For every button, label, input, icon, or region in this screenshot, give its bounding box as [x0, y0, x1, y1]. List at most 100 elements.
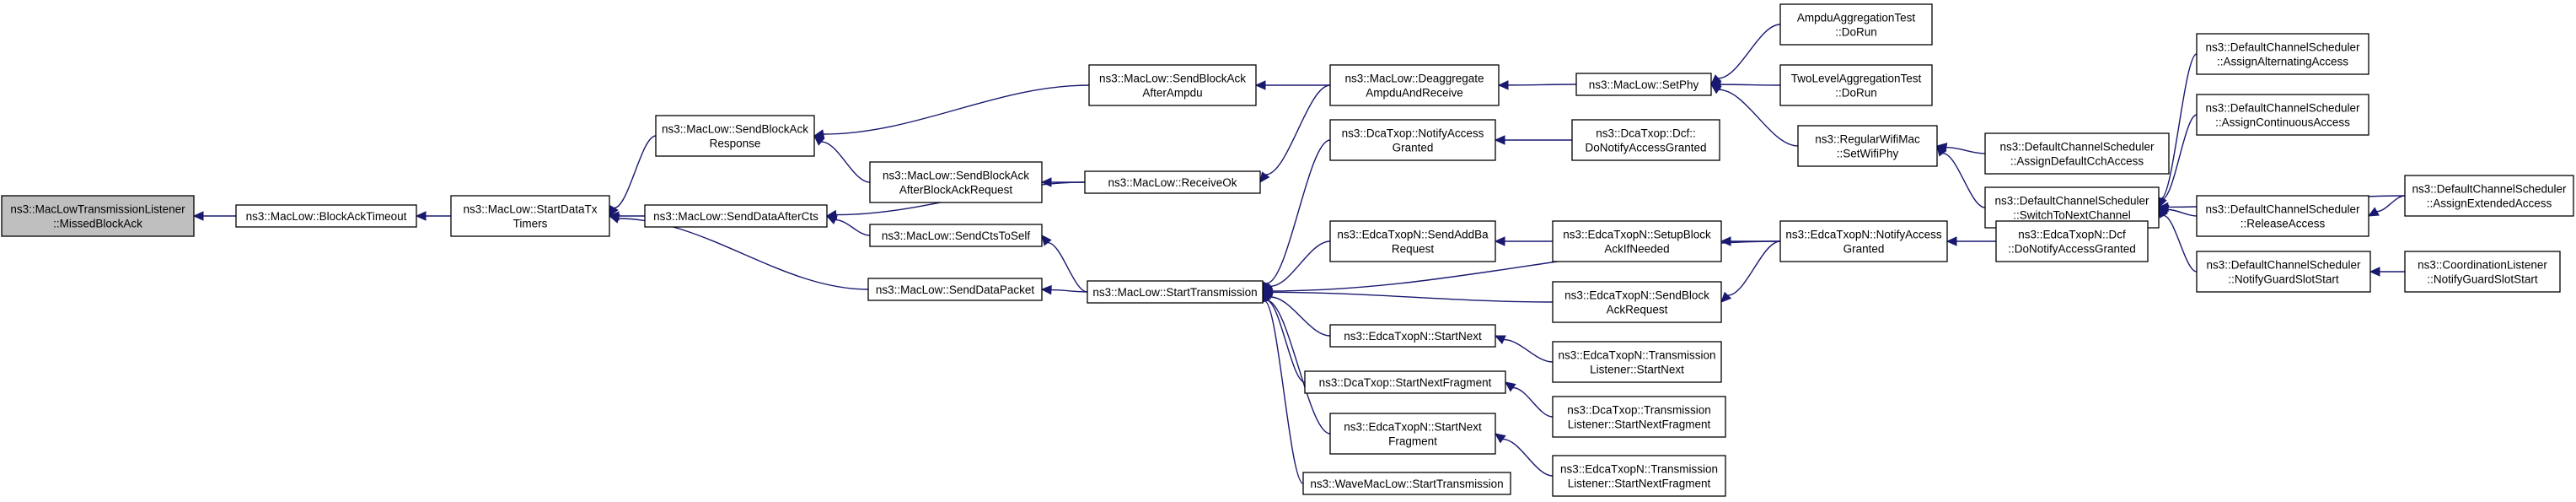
arrowhead-blockacktimeout: [415, 211, 427, 221]
node-edcadcfdonotify[interactable]: ns3::EdcaTxopN::Dcf::DoNotifyAccessGrant…: [1995, 220, 2149, 262]
node-senddataaftercts[interactable]: ns3::MacLow::SendDataAfterCts: [644, 204, 828, 228]
node-edcatlstartnext[interactable]: ns3::EdcaTxopN::TransmissionListener::St…: [1552, 341, 1722, 383]
node-box-starttransmission: [1087, 280, 1264, 304]
node-label-edcasendaddba-line-2: Request: [1392, 243, 1435, 256]
edge-wavestarttx-to-starttransmission: [1264, 300, 1304, 484]
node-label-sendblockackresp-line-1: ns3::MacLow::SendBlockAck: [662, 123, 808, 136]
node-label-edcastartnextfrag-line-1: ns3::EdcaTxopN::StartNext: [1344, 421, 1482, 434]
node-label-assignextended-line-1: ns3::DefaultChannelScheduler: [2412, 183, 2567, 196]
node-label-sendblockackresp-line-2: Response: [710, 138, 761, 150]
node-label-regularsetwifiphy-line-2: ::SetWifiPhy: [1837, 148, 1899, 160]
node-missed[interactable]: ns3::MacLowTransmissionListener::MissedB…: [1, 195, 195, 237]
node-box-edcasendblockackreq: [1552, 281, 1722, 323]
arrowhead-missed: [192, 211, 204, 221]
node-box-edcadcfdonotify: [1995, 220, 2149, 262]
node-assignextended[interactable]: ns3::DefaultChannelScheduler::AssignExte…: [2404, 175, 2574, 217]
arrowhead-sendctstoself: [1041, 235, 1052, 246]
edge-edcasendaddba-to-starttransmission: [1269, 240, 1331, 288]
node-box-setphy: [1575, 73, 1712, 96]
edge-edcatlstartnext-to-edcastartnext: [1503, 338, 1554, 363]
node-dcastartnextfrag[interactable]: ns3::DcaTxop::StartNextFragment: [1304, 370, 1506, 394]
node-box-edcatlstartnextfrag: [1552, 455, 1726, 497]
node-box-twolevel: [1779, 64, 1933, 106]
node-label-regularsetwifiphy-line-1: ns3::RegularWifiMac: [1815, 133, 1920, 146]
node-label-assigndefaultcch-line-1: ns3::DefaultChannelScheduler: [1999, 141, 2155, 154]
node-senddatapacket[interactable]: ns3::MacLow::SendDataPacket: [867, 278, 1043, 301]
node-ampduagg[interactable]: AmpduAggregationTest::DoRun: [1779, 3, 1933, 46]
node-notifyguardslot[interactable]: ns3::DefaultChannelScheduler::NotifyGuar…: [2196, 251, 2371, 293]
node-label-blockacktimeout-line-1: ns3::MacLow::BlockAckTimeout: [246, 210, 407, 223]
node-label-missed-line-1: ns3::MacLowTransmissionListener: [10, 203, 185, 216]
edge-switchtonext-to-regularsetwifiphy: [1942, 152, 1986, 208]
arrowhead-deaggregate: [1497, 80, 1509, 90]
arrowhead-senddatapacket: [1040, 284, 1052, 295]
node-label-edcasetupblockack-line-2: AckIfNeeded: [1604, 243, 1669, 256]
node-coordguardslot[interactable]: ns3::CoordinationListener::NotifyGuardSl…: [2404, 251, 2561, 293]
nodes-layer: ns3::MacLowTransmissionListener::MissedB…: [1, 3, 2574, 497]
node-label-startdatatx-line-1: ns3::MacLow::StartDataTx: [463, 203, 597, 216]
node-receiveok[interactable]: ns3::MacLow::ReceiveOk: [1084, 170, 1261, 194]
node-label-releaseaccess-line-1: ns3::DefaultChannelScheduler: [2205, 203, 2360, 216]
node-label-dcanotifyaccess-line-2: Granted: [1393, 142, 1434, 154]
node-sendctstoself[interactable]: ns3::MacLow::SendCtsToSelf: [869, 224, 1043, 247]
node-assigndefaultcch[interactable]: ns3::DefaultChannelScheduler::AssignDefa…: [1984, 132, 2170, 175]
node-box-senddataaftercts: [644, 204, 828, 228]
node-wavestarttx[interactable]: ns3::WaveMacLow::StartTransmission: [1302, 472, 1511, 495]
node-label-edcastartnextfrag-line-2: Fragment: [1388, 435, 1437, 448]
arrowhead-dcanotifyaccess: [1494, 135, 1505, 145]
arrowhead-edcasendaddba: [1494, 236, 1505, 246]
edge-releaseaccess-to-switchtonext: [2167, 208, 2198, 217]
node-label-assigncontinuous-line-1: ns3::DefaultChannelScheduler: [2205, 102, 2360, 115]
edge-assignalternating-to-switchtonext: [2160, 53, 2198, 200]
node-assignalternating[interactable]: ns3::DefaultChannelScheduler::AssignAlte…: [2196, 33, 2369, 75]
node-label-starttransmission-line-1: ns3::MacLow::StartTransmission: [1092, 286, 1257, 299]
node-label-edcatlstartnextfrag-line-2: Listener::StartNextFragment: [1568, 478, 1711, 490]
node-edcastartnext[interactable]: ns3::EdcaTxopN::StartNext: [1329, 324, 1496, 348]
node-label-ampduagg-line-1: AmpduAggregationTest: [1797, 12, 1916, 24]
node-label-sendblockackreq-line-2: AfterBlockAckRequest: [899, 184, 1013, 197]
node-label-dcatlstartnextfrag-line-1: ns3::DcaTxop::Transmission: [1567, 404, 1711, 417]
node-box-sendblockackampdu: [1088, 64, 1257, 106]
node-label-releaseaccess-line-2: ::ReleaseAccess: [2241, 218, 2326, 230]
node-regularsetwifiphy[interactable]: ns3::RegularWifiMac::SetWifiPhy: [1797, 125, 1938, 167]
arrowhead-startdatatx: [608, 213, 620, 224]
node-label-receiveok-line-1: ns3::MacLow::ReceiveOk: [1108, 176, 1237, 189]
node-box-coordguardslot: [2404, 251, 2561, 293]
node-dcanotifyaccess[interactable]: ns3::DcaTxop::NotifyAccessGranted: [1329, 119, 1496, 161]
node-setphy[interactable]: ns3::MacLow::SetPhy: [1575, 73, 1712, 96]
edge-deaggregate-to-receiveok: [1265, 84, 1331, 175]
node-assigncontinuous[interactable]: ns3::DefaultChannelScheduler::AssignCont…: [2196, 94, 2369, 136]
node-starttransmission[interactable]: ns3::MacLow::StartTransmission: [1087, 280, 1264, 304]
node-twolevel[interactable]: TwoLevelAggregationTest::DoRun: [1779, 64, 1933, 106]
node-box-dcatlstartnextfrag: [1552, 396, 1726, 438]
node-blockacktimeout[interactable]: ns3::MacLow::BlockAckTimeout: [235, 204, 417, 228]
node-edcatlstartnextfrag[interactable]: ns3::EdcaTxopN::TransmissionListener::St…: [1552, 455, 1726, 497]
node-edcastartnextfrag[interactable]: ns3::EdcaTxopN::StartNextFragment: [1329, 413, 1496, 455]
arrowhead-releaseaccess: [2367, 207, 2380, 217]
node-box-releaseaccess: [2196, 195, 2369, 237]
node-label-assignalternating-line-1: ns3::DefaultChannelScheduler: [2205, 41, 2360, 54]
node-box-assigncontinuous: [2196, 94, 2369, 136]
node-box-edcatlstartnext: [1552, 341, 1722, 383]
node-label-assigndefaultcch-line-2: ::AssignDefaultCchAccess: [2010, 155, 2144, 168]
node-dcadcfdonotify[interactable]: ns3::DcaTxop::Dcf::DoNotifyAccessGranted: [1571, 119, 1720, 161]
node-edcanotifyaccess[interactable]: ns3::EdcaTxopN::NotifyAccessGranted: [1779, 220, 1948, 262]
node-box-edcasetupblockack: [1552, 220, 1722, 262]
node-box-dcanotifyaccess: [1329, 119, 1496, 161]
edge-dcatlstartnextfrag-to-dcastartnextfrag: [1512, 386, 1554, 418]
node-box-blockacktimeout: [235, 204, 417, 228]
node-label-edcanotifyaccess-line-1: ns3::EdcaTxopN::NotifyAccess: [1785, 229, 1942, 241]
node-box-receiveok: [1084, 170, 1261, 194]
node-dcatlstartnextfrag[interactable]: ns3::DcaTxop::TransmissionListener::Star…: [1552, 396, 1726, 438]
edge-sendblockackampdu-to-sendblockackresp: [823, 84, 1090, 135]
node-sendblockackreq[interactable]: ns3::MacLow::SendBlockAckAfterBlockAckRe…: [869, 161, 1043, 203]
node-label-dcadcfdonotify-line-1: ns3::DcaTxop::Dcf::: [1596, 127, 1696, 140]
node-releaseaccess[interactable]: ns3::DefaultChannelScheduler::ReleaseAcc…: [2196, 195, 2369, 237]
